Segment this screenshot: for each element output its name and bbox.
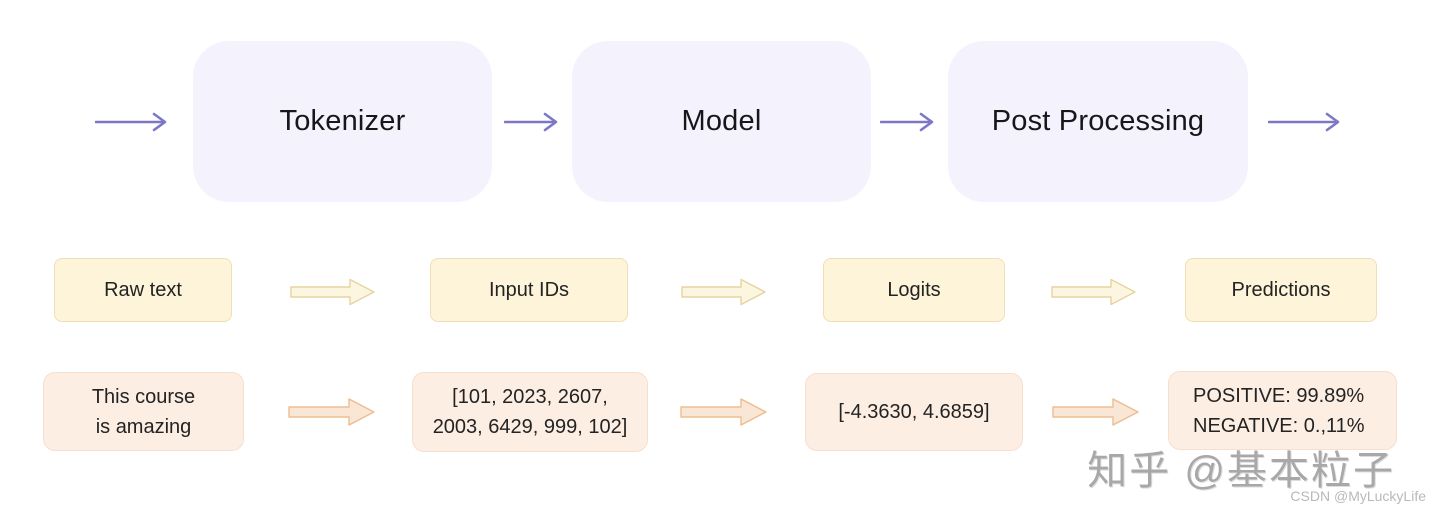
example-line: POSITIVE: 99.89%	[1193, 384, 1365, 407]
example-box-input-ids: [101, 2023, 2607, 2003, 6429, 999, 102]	[412, 372, 648, 452]
example-line: This course	[91, 385, 196, 408]
example-line: [101, 2023, 2607,	[452, 386, 608, 408]
stage-label: Model	[681, 105, 762, 137]
right-block-arrow-icon	[680, 396, 768, 428]
example-line: 2003, 6429, 999, 102]	[432, 416, 628, 438]
io-box-predictions: Predictions	[1185, 258, 1377, 322]
io-box-input-ids: Input IDs	[430, 258, 628, 322]
stage-label: Post Processing	[991, 105, 1205, 137]
right-arrow-icon	[504, 109, 562, 135]
right-arrow-icon	[880, 109, 938, 135]
io-label: Raw text	[104, 278, 182, 301]
example-line: [-4.3630, 4.6859]	[838, 401, 990, 423]
right-block-arrow-icon	[288, 396, 376, 428]
io-label: Input IDs	[488, 278, 570, 301]
stage-box-post-processing: Post Processing	[948, 41, 1248, 202]
right-block-arrow-icon	[681, 277, 767, 307]
io-label: Predictions	[1231, 278, 1331, 301]
io-box-raw-text: Raw text	[54, 258, 232, 322]
stage-label: Tokenizer	[279, 105, 406, 137]
watermark-zhihu: 知乎 @基本粒子	[1087, 449, 1395, 493]
stage-box-model: Model	[572, 41, 871, 202]
right-block-arrow-icon	[1051, 277, 1137, 307]
example-line: NEGATIVE: 0.,11%	[1193, 414, 1365, 437]
right-block-arrow-icon	[290, 277, 376, 307]
example-box-raw-text: This course is amazing	[43, 372, 244, 451]
watermark-csdn: CSDN @MyLuckyLife	[1290, 488, 1426, 504]
io-label: Logits	[887, 278, 941, 301]
example-line: is amazing	[95, 415, 192, 438]
right-arrow-icon	[1268, 109, 1344, 135]
stage-box-tokenizer: Tokenizer	[193, 41, 492, 202]
example-box-logits: [-4.3630, 4.6859]	[805, 373, 1023, 451]
io-box-logits: Logits	[823, 258, 1005, 322]
example-box-predictions: POSITIVE: 99.89% NEGATIVE: 0.,11%	[1168, 371, 1397, 450]
right-block-arrow-icon	[1052, 396, 1140, 428]
right-arrow-icon	[95, 109, 171, 135]
